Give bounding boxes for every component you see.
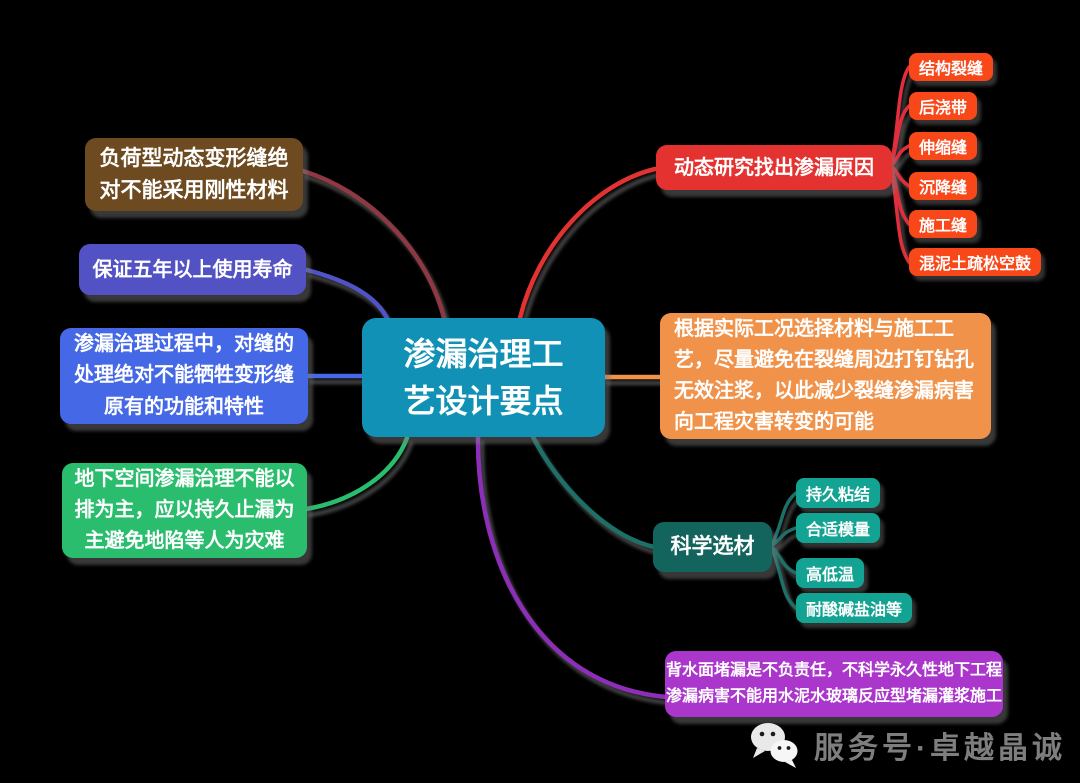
- node-loose-concrete[interactable]: 混泥土疏松空鼓: [909, 248, 1042, 276]
- node-expansion-joint[interactable]: 伸缩缝: [909, 132, 978, 160]
- connector-magenta-branch: [475, 434, 669, 700]
- connector-red-child-3: [889, 144, 911, 168]
- connector-green-branch: [303, 435, 410, 512]
- connector-teal-branch: [530, 434, 657, 550]
- node-construction-joint[interactable]: 施工缝: [909, 210, 978, 238]
- footer-account-name: 服务号·卓越晶诚: [814, 732, 1066, 765]
- node-suitable-modulus[interactable]: 合适模量: [796, 513, 881, 543]
- node-dynamic-research[interactable]: 动态研究找出渗漏原因: [656, 145, 892, 190]
- connector-red-child-2: [889, 104, 911, 168]
- node-underground-treatment[interactable]: 地下空间渗漏治理不能以 排为主，应以持久止漏为 主避免地陷等人为灾难: [62, 463, 307, 558]
- connector-teal-child-1: [769, 491, 798, 548]
- node-scientific-material[interactable]: 科学选材: [653, 522, 772, 572]
- node-high-low-temperature[interactable]: 高低温: [796, 558, 865, 588]
- node-service-life[interactable]: 保证五年以上使用寿命: [79, 244, 306, 295]
- connector-brown-branch: [300, 168, 447, 321]
- node-rigid-material[interactable]: 负荷型动态变形缝绝 对不能采用刚性材料: [85, 138, 303, 211]
- node-backwater-plugging[interactable]: 背水面堵漏是不负责任，不科学永久性地下工程 渗漏病害不能用水泥水玻璃反应型堵漏灌…: [665, 651, 1003, 717]
- node-settlement-joint[interactable]: 沉降缝: [909, 172, 978, 200]
- connector-teal-child-4: [769, 544, 798, 610]
- node-structural-crack[interactable]: 结构裂缝: [909, 53, 994, 81]
- node-durable-bonding[interactable]: 持久粘结: [796, 478, 881, 508]
- center-node[interactable]: 渗漏治理工 艺设计要点: [362, 318, 605, 437]
- node-material-selection-process[interactable]: 根据实际工况选择材料与施工工 艺，尽量避免在裂缝周边打钉钻孔 无效注浆，以此减少…: [660, 313, 991, 439]
- connector-teal-child-2: [769, 526, 798, 548]
- footer-watermark: 服务号·卓越晶诚: [748, 720, 1066, 770]
- connector-red-child-6: [889, 164, 911, 264]
- connector-group: [300, 65, 911, 700]
- node-post-cast-strip[interactable]: 后浇带: [909, 92, 978, 120]
- connector-red-branch: [517, 166, 658, 321]
- node-joint-function[interactable]: 渗漏治理过程中，对缝的 处理绝对不能牺牲变形缝 原有的功能和特性: [60, 328, 308, 424]
- connector-indigo-branch: [304, 267, 390, 321]
- wechat-icon: [751, 723, 798, 768]
- node-acid-alkali-resistance[interactable]: 耐酸碱盐油等: [796, 593, 913, 623]
